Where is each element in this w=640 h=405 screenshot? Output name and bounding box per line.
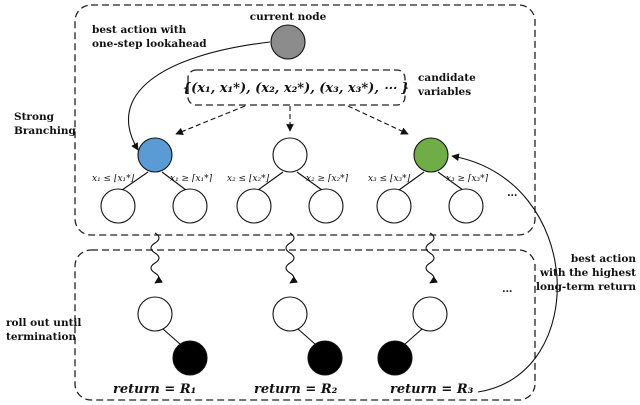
branch1-left-edge bbox=[121, 171, 149, 191]
branch1-left-child bbox=[100, 188, 136, 224]
branch1-right-edge bbox=[161, 171, 187, 191]
candidate-arrow-3 bbox=[347, 105, 409, 135]
branch3-right-label: x₃ ≥ ⌈x₃*⌉ bbox=[446, 174, 489, 184]
strong-branching-box bbox=[74, 4, 536, 236]
rollout3-terminal bbox=[377, 340, 413, 376]
branch1-right-label: x₁ ≥ ⌈x₁*⌉ bbox=[170, 174, 213, 184]
strong-branching-label-2: Branching bbox=[14, 125, 76, 137]
bottom-ellipsis: … bbox=[502, 283, 513, 295]
branch1-node bbox=[137, 137, 173, 173]
rollout-wave-2 bbox=[285, 232, 298, 284]
rollout2-node bbox=[272, 296, 308, 332]
branch3-right-edge bbox=[437, 171, 464, 191]
branch2-right-label: x₂ ≥ ⌈x₂*⌉ bbox=[306, 174, 349, 184]
branch2-node bbox=[272, 137, 308, 173]
strong-branching-label-1: Strong bbox=[14, 111, 55, 123]
rollout3-edge bbox=[404, 328, 423, 345]
return-label-3: return = R₃ bbox=[390, 382, 474, 397]
current-node bbox=[270, 24, 306, 60]
rollout1-edge bbox=[162, 328, 181, 345]
branch2-left-child bbox=[236, 188, 272, 224]
top-ellipsis: … bbox=[507, 187, 518, 199]
branch2-left-label: x₂ ≤ ⌊x₂*⌋ bbox=[227, 173, 270, 184]
rollout-label-2: termination bbox=[6, 331, 76, 343]
candidate-variables-box bbox=[187, 69, 406, 106]
rollout3-node bbox=[412, 296, 448, 332]
rollout-label-1: roll out until bbox=[6, 317, 81, 329]
rollout2-edge bbox=[297, 328, 316, 345]
best-return-label-1: best action bbox=[571, 253, 636, 265]
rollout1-node bbox=[137, 296, 173, 332]
candidate-label-1: candidate bbox=[418, 72, 476, 84]
branch3-left-child bbox=[376, 188, 412, 224]
rollout1-terminal bbox=[172, 340, 208, 376]
best-action-curve-arrow bbox=[127, 41, 271, 151]
best-return-label-2: with the highest bbox=[539, 267, 636, 279]
branch1-right-child bbox=[172, 188, 208, 224]
branch3-left-label: x₃ ≤ ⌊x₃*⌋ bbox=[368, 173, 411, 184]
best-return-label-3: long-term return bbox=[536, 281, 636, 293]
current-node-label: current node bbox=[250, 11, 327, 23]
return-label-1: return = R₁ bbox=[113, 382, 196, 397]
rollout-box bbox=[74, 249, 536, 401]
branch3-node bbox=[413, 137, 449, 173]
branch2-right-child bbox=[308, 188, 344, 224]
branch3-right-child bbox=[448, 188, 484, 224]
rollout-wave-1 bbox=[150, 232, 163, 284]
candidate-arrow-1 bbox=[175, 105, 246, 135]
branch3-left-edge bbox=[398, 171, 425, 191]
rollout-wave-3 bbox=[425, 232, 438, 284]
best-action-lookahead-label-1: best action with bbox=[92, 24, 187, 36]
best-action-lookahead-label-2: one-step lookahead bbox=[92, 38, 207, 50]
branch1-left-label: x₁ ≤ ⌊x₁*⌋ bbox=[92, 173, 135, 184]
branch2-right-edge bbox=[296, 171, 323, 191]
candidate-label-2: variables bbox=[417, 86, 471, 98]
rollout2-terminal bbox=[307, 340, 343, 376]
branch2-left-edge bbox=[257, 171, 284, 191]
candidate-set-text: {(x₁, x₁*), (x₂, x₂*), (x₃, x₃*), ⋯ } bbox=[183, 81, 410, 96]
return-label-2: return = R₂ bbox=[254, 382, 338, 397]
best-return-curve-arrow bbox=[451, 153, 558, 393]
